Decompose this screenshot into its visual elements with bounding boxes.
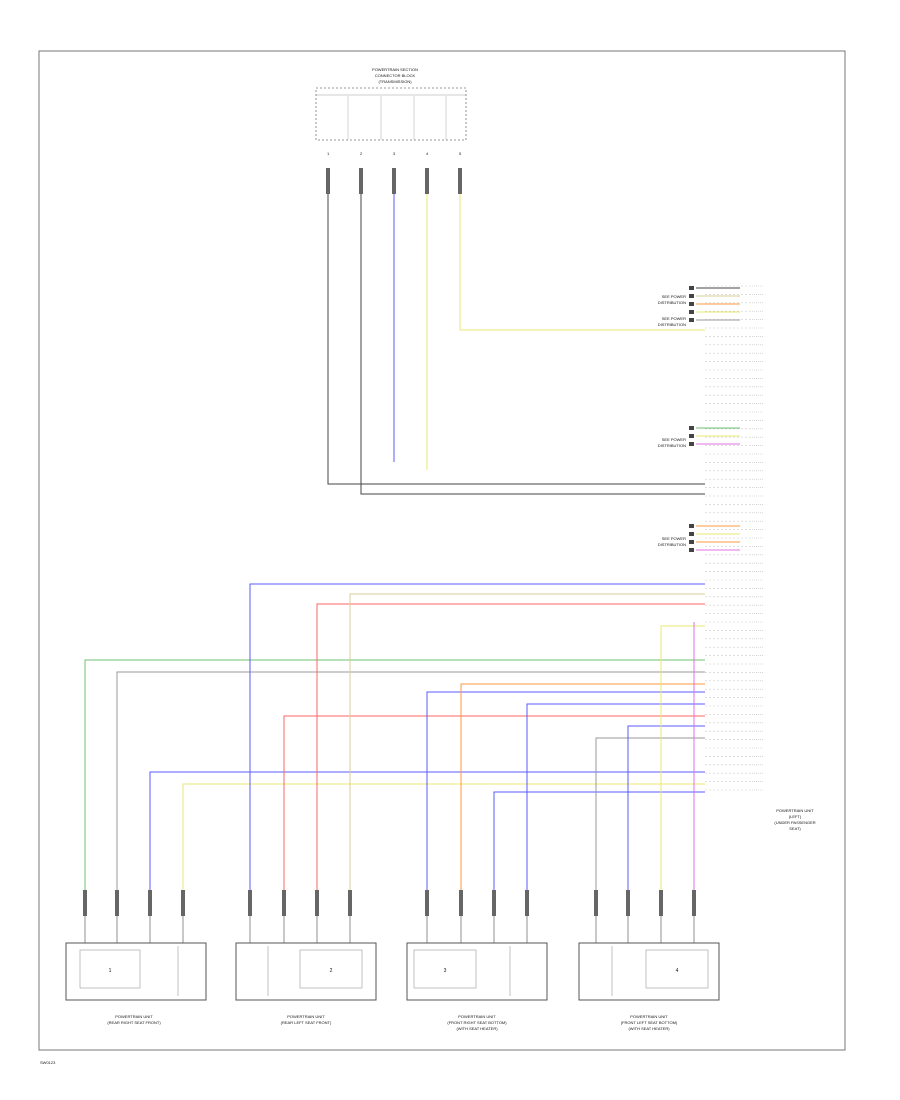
wire-connector-stub xyxy=(425,890,429,916)
top-component-title-1: POWERTRAIN SECTION xyxy=(372,67,418,72)
component-2-number: 2 xyxy=(330,968,333,974)
wire-c4-2 xyxy=(627,725,705,890)
wire-connector-stub xyxy=(594,890,598,916)
component-1-label-2: (REAR RIGHT SEAT FRONT) xyxy=(107,1020,161,1025)
wire-top-5 xyxy=(459,194,705,331)
bottom-component-2: 2 POWERTRAIN UNIT (REAR LEFT SEAT FRONT) xyxy=(235,942,377,1025)
wire-connector-stub xyxy=(115,890,119,916)
wire-connector-stub xyxy=(348,890,352,916)
wire-group xyxy=(83,194,705,943)
top-component-title-3: (TRANSMISSION) xyxy=(378,79,412,84)
component-4-number: 4 xyxy=(676,968,679,974)
wire-c1-2 xyxy=(116,671,705,890)
component-4-label-1: POWERTRAIN UNIT xyxy=(630,1014,668,1019)
top-pin-5: 5 xyxy=(459,151,462,156)
main-module-connector xyxy=(689,285,764,791)
wire-c1-3 xyxy=(149,771,705,890)
wire-connector-stub xyxy=(459,890,463,916)
wire-connector-stub xyxy=(282,890,286,916)
main-module-label-1: POWERTRAIN UNIT xyxy=(776,808,814,813)
component-2-label-2: (REAR LEFT SEAT FRONT) xyxy=(281,1020,332,1025)
wire-connector-stub xyxy=(692,890,696,916)
wire-c3-1 xyxy=(426,691,705,890)
wire-connector-stub xyxy=(492,890,496,916)
component-1-label-1: POWERTRAIN UNIT xyxy=(115,1014,153,1019)
component-2-label-1: POWERTRAIN UNIT xyxy=(287,1014,325,1019)
wire-c3-3 xyxy=(493,791,705,890)
wire-connector-stub xyxy=(181,890,185,916)
top-pin-2: 2 xyxy=(360,151,363,156)
wire-c1-4 xyxy=(182,783,705,890)
side-label-g1-2: DISTRIBUTION xyxy=(658,300,686,305)
component-4-label-2: (FRONT LEFT SEAT BOTTOM) xyxy=(621,1020,678,1025)
wire-c1-1 xyxy=(84,659,705,890)
wire-c2-4 xyxy=(349,593,705,890)
page-label: SW0123 xyxy=(40,1060,56,1065)
main-module-label-4: SEAT) xyxy=(789,826,801,831)
wire-connector-stub xyxy=(148,890,152,916)
wire-connector-stub xyxy=(659,890,663,916)
component-3-number: 3 xyxy=(444,968,447,974)
main-module-label-3: (UNDER PASSENGER xyxy=(774,820,815,825)
wire-c2-3 xyxy=(316,603,705,890)
top-pin-1: 1 xyxy=(327,151,330,156)
diagram-border xyxy=(38,50,846,1051)
bottom-component-3: 3 POWERTRAIN UNIT (FRONT RIGHT SEAT BOTT… xyxy=(406,942,548,1031)
component-3-label-1: POWERTRAIN UNIT xyxy=(458,1014,496,1019)
wire-connector-stub xyxy=(315,890,319,916)
component-3-label-3: (WITH SEAT HEATER) xyxy=(456,1026,498,1031)
side-label-g2-2: DISTRIBUTION xyxy=(658,443,686,448)
top-pin-3: 3 xyxy=(393,151,396,156)
wire-top-1 xyxy=(327,194,705,485)
top-component: POWERTRAIN SECTION CONNECTOR BLOCK (TRAN… xyxy=(315,67,467,194)
bottom-component-4: 4 POWERTRAIN UNIT (FRONT LEFT SEAT BOTTO… xyxy=(578,942,720,1031)
wire-connector-stub xyxy=(248,890,252,916)
side-label-g3-1: SEE POWER xyxy=(662,536,686,541)
component-3-label-2: (FRONT RIGHT SEAT BOTTOM) xyxy=(447,1020,507,1025)
wire-c4-1 xyxy=(595,737,705,890)
wire-c2-2 xyxy=(283,715,705,890)
top-component-body xyxy=(315,87,467,141)
wire-c2-1 xyxy=(249,583,705,890)
top-pin-4: 4 xyxy=(426,151,429,156)
side-label-g1-1: SEE POWER xyxy=(662,294,686,299)
wire-c4-3 xyxy=(660,625,705,890)
side-label-g2-1: SEE POWER xyxy=(662,437,686,442)
wire-c3-4 xyxy=(526,703,705,890)
wire-connector-stub xyxy=(83,890,87,916)
component-4-label-3: (WITH SEAT HEATER) xyxy=(628,1026,670,1031)
side-label-g1b-2: DISTRIBUTION xyxy=(658,322,686,327)
main-module-label-2: (LEFT) xyxy=(789,814,802,819)
side-label-g1b-1: SEE POWER xyxy=(662,316,686,321)
top-component-title-2: CONNECTOR BLOCK xyxy=(375,73,416,78)
wire-c3-2 xyxy=(460,683,705,890)
bottom-component-1: 1 POWERTRAIN UNIT (REAR RIGHT SEAT FRONT… xyxy=(65,942,207,1025)
component-1-number: 1 xyxy=(109,968,112,974)
wire-connector-stub xyxy=(626,890,630,916)
side-label-g3-2: DISTRIBUTION xyxy=(658,542,686,547)
main-module-label: POWERTRAIN UNIT (LEFT) (UNDER PASSENGER … xyxy=(774,808,815,831)
wire-connector-stub xyxy=(525,890,529,916)
wire-top-2 xyxy=(360,194,705,495)
